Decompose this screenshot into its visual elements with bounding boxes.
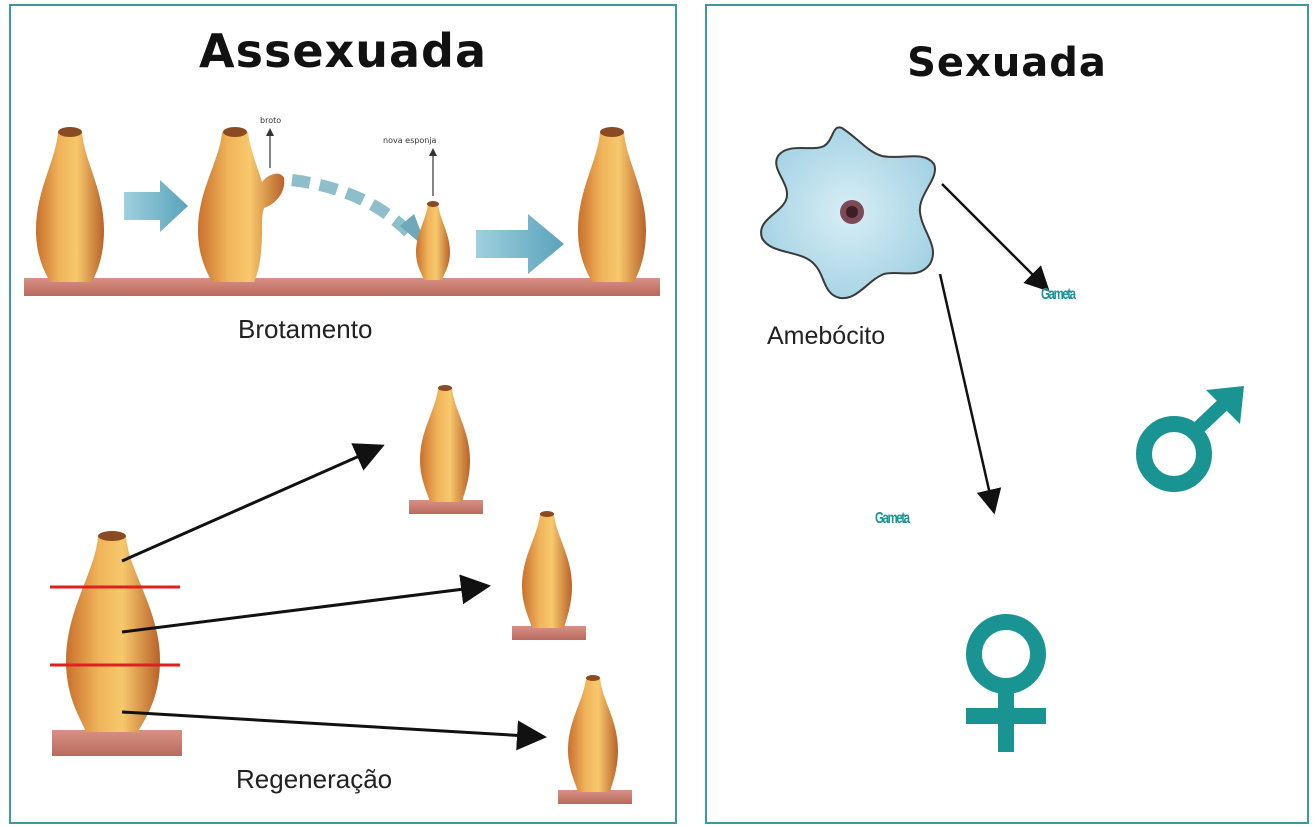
sponge-adult-2 [578,127,646,282]
arrow-to-male-gamete [941,183,1050,292]
amoebocyte-cell [760,126,937,300]
regen-arrow-bottom [121,710,547,751]
sponge-regen-3 [558,675,632,804]
flow-arrow-1 [124,180,188,232]
arrow-to-female-gamete [938,273,1002,515]
gamete-female-label: Gameta [875,510,910,527]
asexual-panel [9,4,677,824]
female-symbol-icon [966,614,1046,752]
regeneration-caption: Regeneração [236,764,393,794]
asexual-title: Assexuada [199,24,487,78]
sponge-adult-1 [36,127,104,282]
male-symbol-icon [1136,386,1244,492]
gamete-male-label: Gameta [1041,286,1076,303]
ground-budding [24,278,660,296]
bud-label: broto [260,116,282,125]
sexual-panel [705,4,1309,824]
sponge-cut [52,531,182,756]
regen-arrow-top [121,443,385,563]
sponge-new [416,201,450,280]
sponge-regen-1 [409,385,483,514]
sexual-title: Sexuada [907,40,1107,86]
flow-arrow-2 [476,214,564,274]
amoebocyte-caption: Amebócito [767,322,886,350]
regen-arrow-mid [121,574,491,634]
sponge-budding [198,127,285,282]
new-sponge-label: nova esponja [383,136,437,145]
sponge-regen-2 [512,511,586,640]
budding-caption: Brotamento [238,314,373,344]
